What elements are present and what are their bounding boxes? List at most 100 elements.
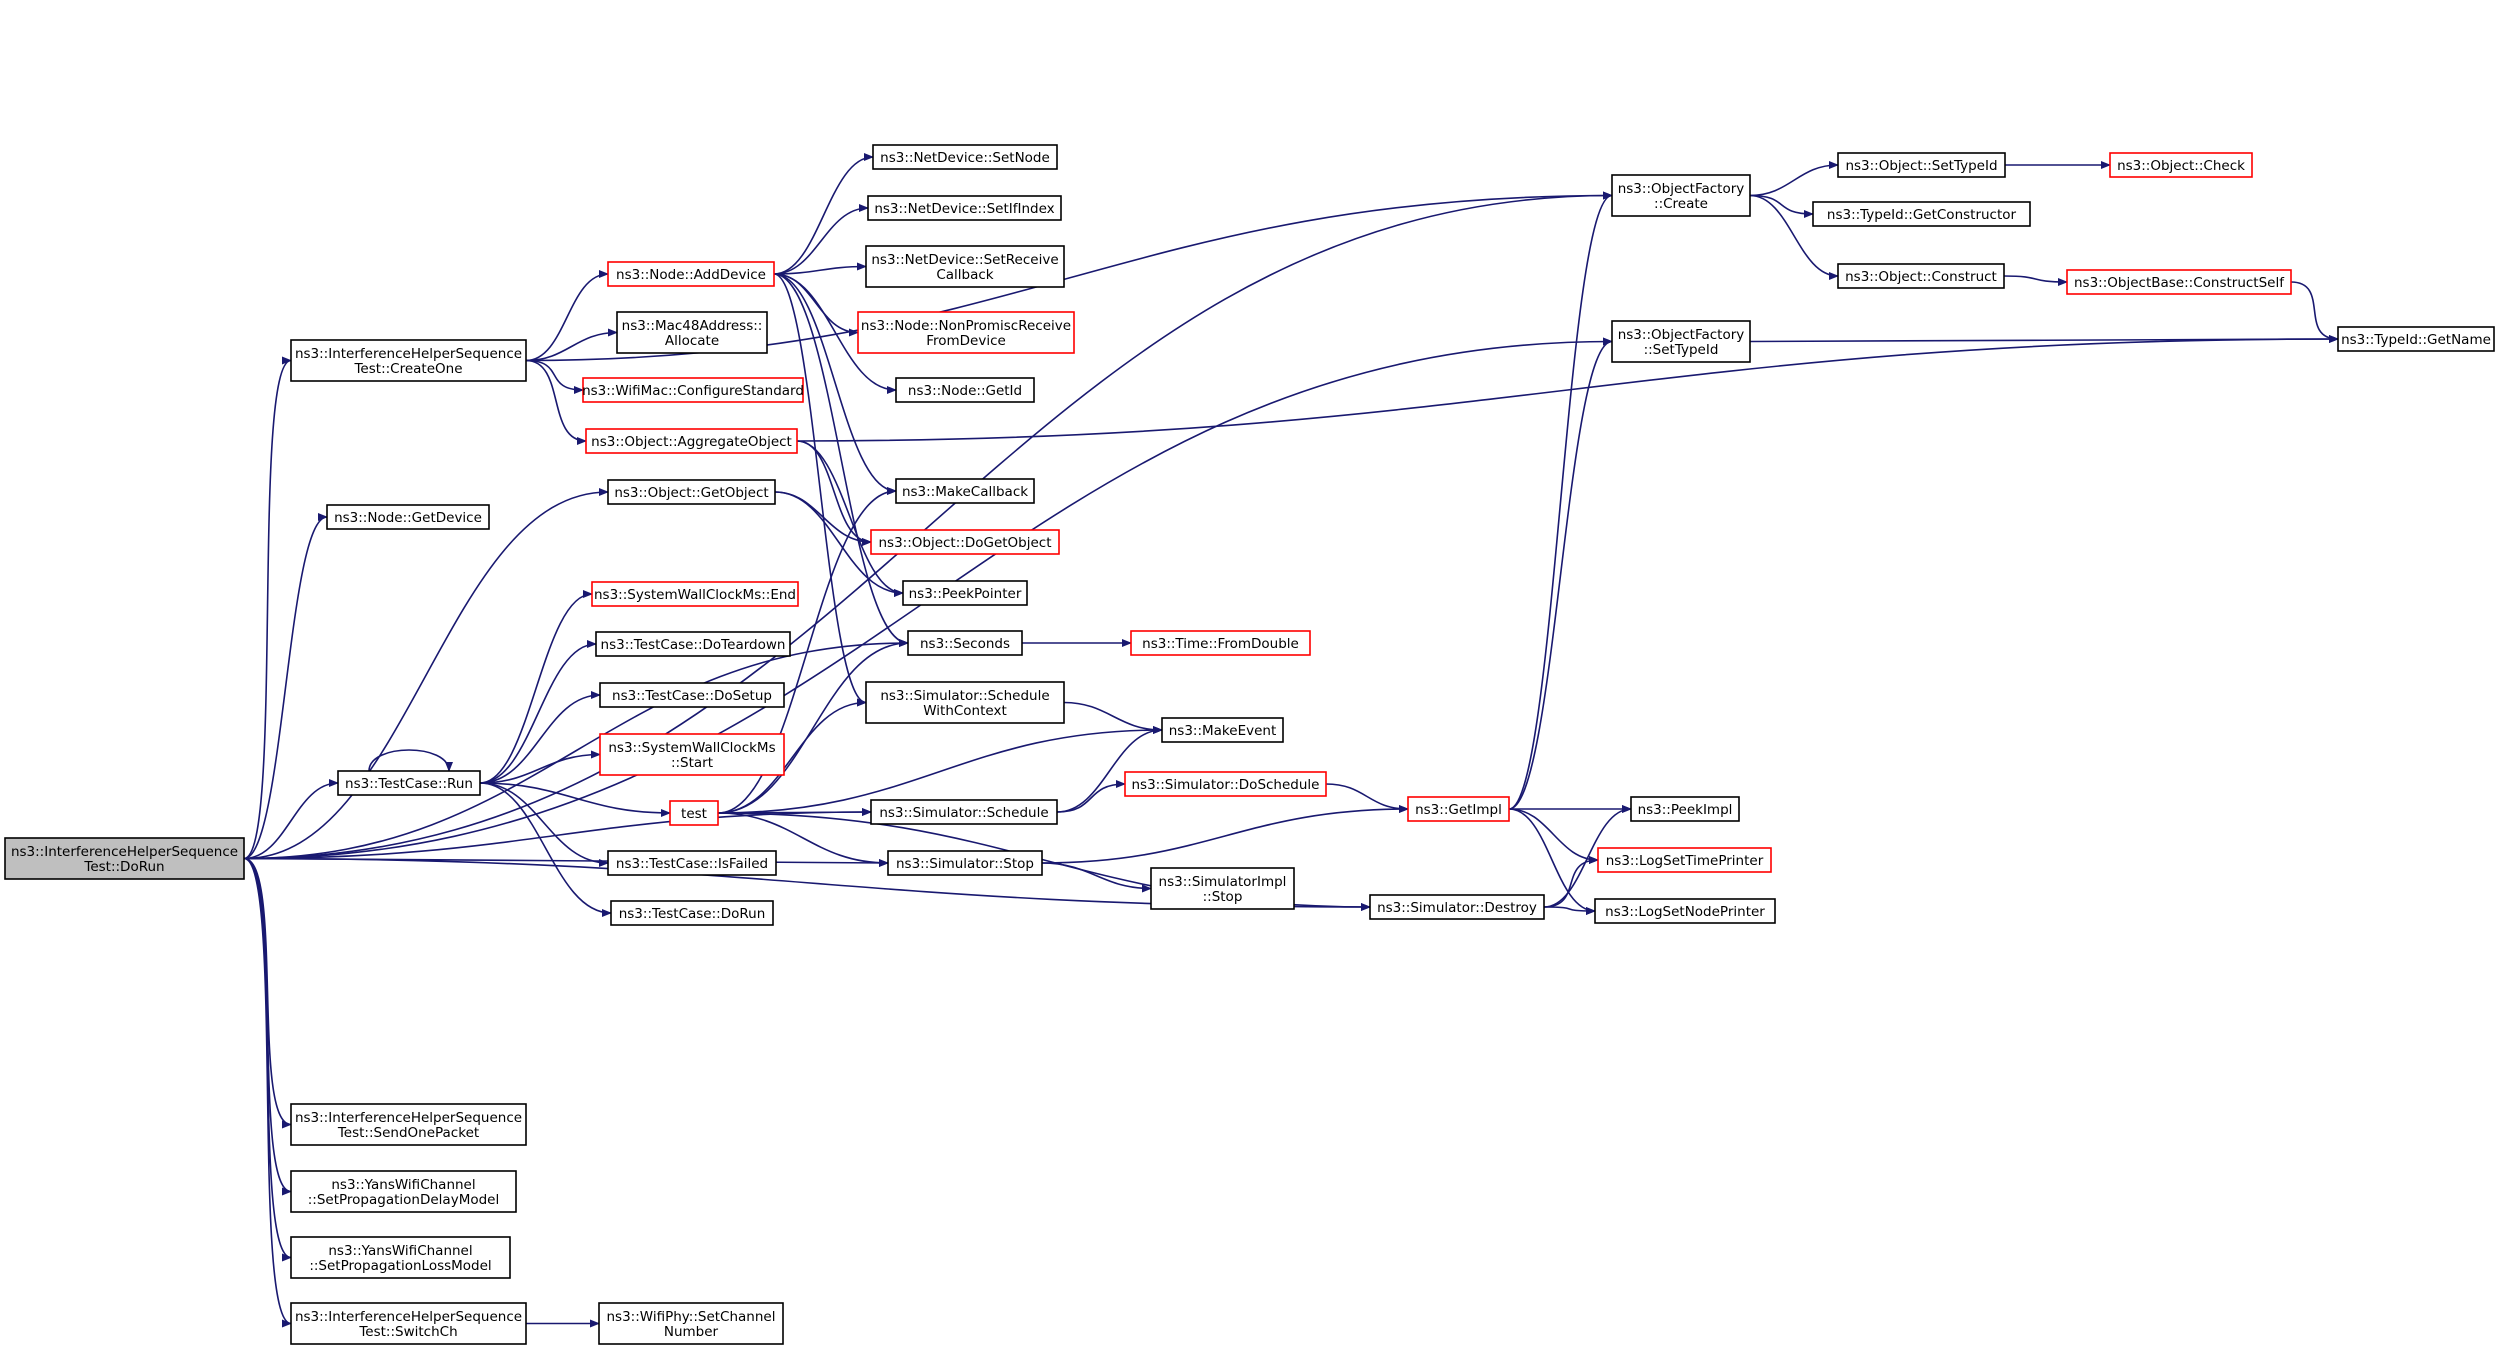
edge-adddevice-to-schedwithctx (773, 273, 867, 707)
node-ndsetifindex[interactable]: ns3::NetDevice::SetIfIndex (867, 195, 1062, 221)
node-sendonepacket[interactable]: ns3::InterferenceHelperSequenceTest::Sen… (290, 1103, 527, 1146)
node-label: ns3::Simulator::Schedule (880, 688, 1049, 704)
node-mac48alloc[interactable]: ns3::Mac48Address::Allocate (616, 311, 768, 354)
node-label: ns3::WifiMac::ConfigureStandard (582, 383, 804, 399)
node-label: ns3::Simulator::Stop (896, 856, 1034, 872)
node-label: FromDevice (926, 333, 1006, 349)
edge-test-to-makecallback (717, 487, 897, 814)
node-nodegetid[interactable]: ns3::Node::GetId (895, 377, 1035, 403)
node-switchch[interactable]: ns3::InterferenceHelperSequenceTest::Swi… (290, 1302, 527, 1345)
node-box (669, 800, 719, 826)
node-seconds[interactable]: ns3::Seconds (907, 630, 1023, 656)
node-logsetnode[interactable]: ns3::LogSetNodePrinter (1594, 898, 1776, 924)
edge-dorun-to-createone (243, 356, 292, 860)
node-objcheck[interactable]: ns3::Object::Check (2109, 152, 2253, 178)
node-logsettime[interactable]: ns3::LogSetTimePrinter (1597, 847, 1772, 873)
edge-getobject-to-peekpointer (774, 491, 904, 597)
node-adddevice[interactable]: ns3::Node::AddDevice (607, 261, 775, 287)
node-peekimpl[interactable]: ns3::PeekImpl (1630, 796, 1740, 822)
node-label: ns3::YansWifiChannel (328, 1243, 472, 1259)
node-constructself[interactable]: ns3::ObjectBase::ConstructSelf (2066, 269, 2292, 295)
node-getdevice[interactable]: ns3::Node::GetDevice (326, 504, 490, 530)
node-dosetup[interactable]: ns3::TestCase::DoSetup (599, 682, 785, 708)
node-box (1597, 847, 1772, 873)
node-ofsettypeid[interactable]: ns3::ObjectFactory::SetTypeId (1611, 320, 1751, 363)
edges-layer (243, 153, 2339, 1328)
node-getobject[interactable]: ns3::Object::GetObject (607, 479, 776, 505)
node-label: ns3::LogSetTimePrinter (1606, 853, 1764, 869)
node-label: ns3::Object::Check (2117, 158, 2245, 174)
node-label: ns3::InterferenceHelperSequence (295, 1309, 522, 1325)
node-label: ns3::Object::SetTypeId (1845, 158, 1997, 174)
node-label: ns3::Mac48Address:: (622, 318, 763, 334)
edge-adddevice-to-nodegetid (773, 273, 897, 394)
edge-destroy-to-peekimpl (1543, 805, 1632, 908)
node-box (1161, 717, 1284, 743)
node-label: Callback (936, 267, 993, 283)
node-setproploss[interactable]: ns3::YansWifiChannel::SetPropagationLoss… (290, 1236, 511, 1279)
node-label: ns3::InterferenceHelperSequence (11, 844, 238, 860)
node-createone[interactable]: ns3::InterferenceHelperSequenceTest::Cre… (290, 339, 527, 382)
node-label: ns3::Object::DoGetObject (878, 535, 1051, 551)
node-box (2109, 152, 2253, 178)
node-box (337, 770, 481, 796)
node-makecallback[interactable]: ns3::MakeCallback (895, 478, 1035, 504)
edge-createone-to-configstd (525, 359, 584, 394)
node-swcend[interactable]: ns3::SystemWallClockMs::End (591, 581, 799, 607)
node-peekpointer[interactable]: ns3::PeekPointer (902, 580, 1028, 606)
node-isfailed[interactable]: ns3::TestCase::IsFailed (607, 850, 777, 876)
node-dogetobject[interactable]: ns3::Object::DoGetObject (870, 529, 1060, 555)
node-implstop[interactable]: ns3::SimulatorImpl::Stop (1150, 867, 1295, 910)
node-label: ns3::Object::GetObject (614, 485, 768, 501)
edge-test-to-schedwithctx (717, 698, 867, 814)
node-getname[interactable]: ns3::TypeId::GetName (2337, 326, 2495, 352)
node-box (610, 900, 774, 926)
edge-createone-to-aggregate (525, 359, 587, 445)
node-label: ns3::TestCase::DoRun (619, 906, 766, 922)
node-box (4, 837, 245, 880)
node-box (865, 681, 1065, 724)
node-test[interactable]: test (669, 800, 719, 826)
node-aggregate[interactable]: ns3::Object::AggregateObject (585, 428, 798, 454)
node-getconstructor[interactable]: ns3::TypeId::GetConstructor (1812, 201, 2031, 227)
node-box (1124, 771, 1327, 797)
node-swcstart[interactable]: ns3::SystemWallClockMs::Start (599, 733, 785, 776)
edge-test-to-makeevent (717, 726, 1163, 814)
node-setpropdelay[interactable]: ns3::YansWifiChannel::SetPropagationDela… (290, 1170, 517, 1213)
node-getimpl[interactable]: ns3::GetImpl (1407, 796, 1510, 822)
node-tcdorun[interactable]: ns3::TestCase::DoRun (610, 900, 774, 926)
node-ofcreate[interactable]: ns3::ObjectFactory::Create (1611, 174, 1751, 217)
node-stop[interactable]: ns3::Simulator::Stop (887, 850, 1043, 876)
node-box (599, 733, 785, 776)
edge-aggregate-to-getname (796, 335, 2339, 442)
node-makeevent[interactable]: ns3::MakeEvent (1161, 717, 1284, 743)
node-construct[interactable]: ns3::Object::Construct (1837, 263, 2005, 289)
node-label: Allocate (665, 333, 719, 349)
node-ndsetnode[interactable]: ns3::NetDevice::SetNode (872, 144, 1058, 170)
edge-dorun-to-seconds (243, 639, 909, 860)
node-label: ns3::ObjectFactory (1618, 327, 1745, 343)
node-box (1611, 174, 1751, 217)
node-label: ns3::Node::NonPromiscReceive (861, 318, 1071, 334)
node-doteardown[interactable]: ns3::TestCase::DoTeardown (595, 631, 791, 657)
node-label: ::Stop (1203, 889, 1243, 905)
edge-ofsettypeid-to-getname (1749, 335, 2339, 344)
node-fromdouble[interactable]: ns3::Time::FromDouble (1130, 630, 1311, 656)
node-objsettypeid[interactable]: ns3::Object::SetTypeId (1837, 152, 2006, 178)
node-configstd[interactable]: ns3::WifiMac::ConfigureStandard (582, 377, 804, 403)
node-label: ns3::NetDevice::SetNode (880, 150, 1050, 166)
node-run[interactable]: ns3::TestCase::Run (337, 770, 481, 796)
node-box (595, 631, 791, 657)
node-box (1594, 898, 1776, 924)
node-box (290, 1103, 527, 1146)
node-label: ns3::NetDevice::SetReceive (871, 252, 1058, 268)
node-schedule[interactable]: ns3::Simulator::Schedule (870, 799, 1058, 825)
node-destroy[interactable]: ns3::Simulator::Destroy (1369, 894, 1545, 920)
node-dorun[interactable]: ns3::InterferenceHelperSequenceTest::DoR… (4, 837, 245, 880)
node-box (1369, 894, 1545, 920)
node-doschedule[interactable]: ns3::Simulator::DoSchedule (1124, 771, 1327, 797)
